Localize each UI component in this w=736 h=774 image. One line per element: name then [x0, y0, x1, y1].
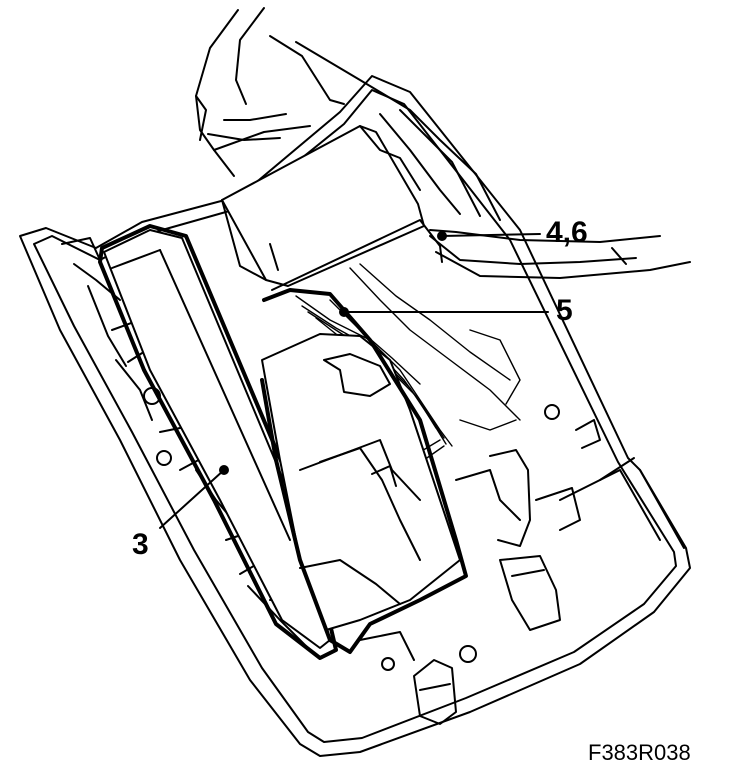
- leader-line-4-6: [441, 233, 541, 237]
- leader-lines: [159, 231, 549, 529]
- callout-label-4-6: 4,6: [546, 216, 588, 249]
- switch-module: [260, 288, 468, 654]
- callout-point-4-6: [437, 231, 447, 241]
- callout-label-3: 3: [132, 528, 149, 561]
- wire-harness: [195, 7, 691, 279]
- connector-block: [221, 125, 443, 291]
- long-module-item-3: [98, 224, 338, 660]
- figure-id: F383R038: [588, 740, 691, 765]
- callout-point-5: [339, 307, 349, 317]
- leader-line-3: [159, 469, 225, 529]
- callout-label-5: 5: [556, 294, 573, 327]
- callout-point-3: [219, 465, 229, 475]
- latch-details: [359, 404, 601, 725]
